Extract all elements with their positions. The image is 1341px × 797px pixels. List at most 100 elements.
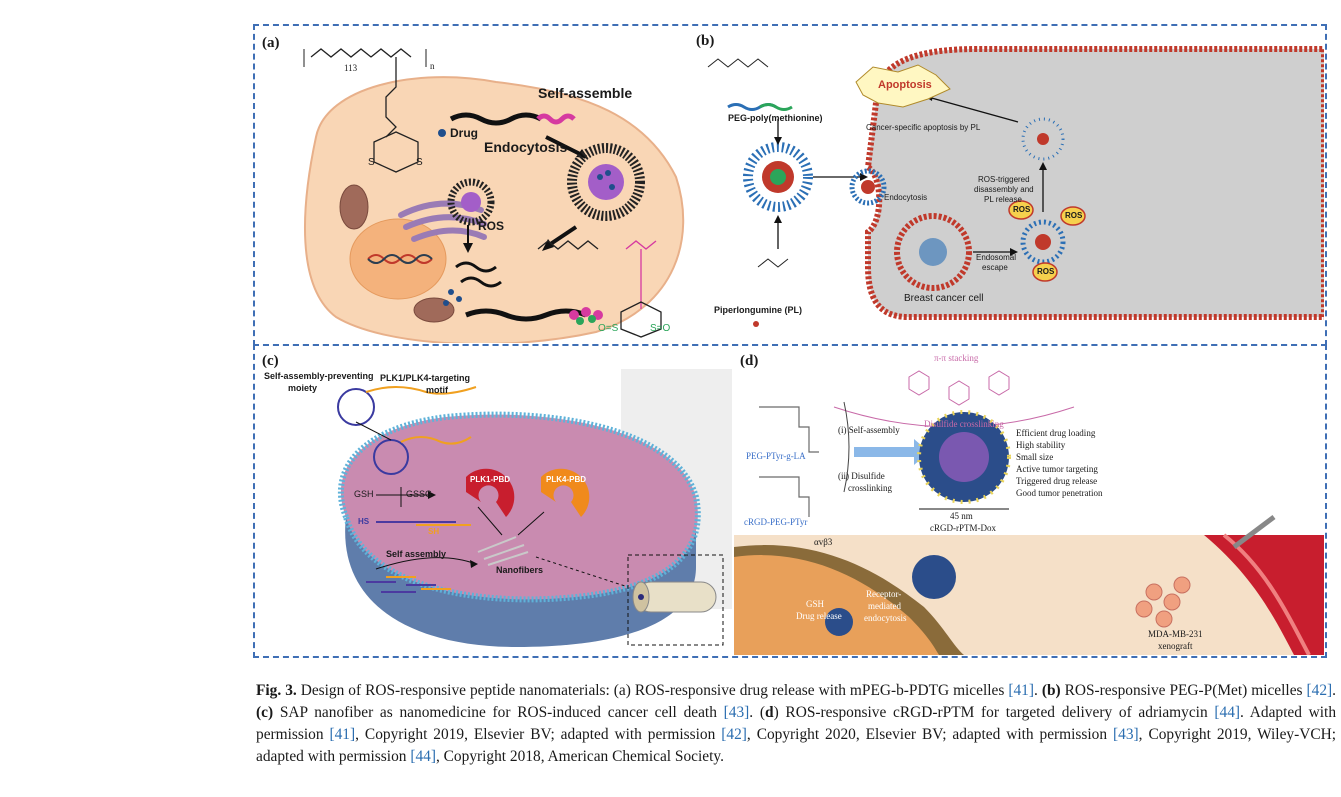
figure-frame-bottom <box>253 344 1327 658</box>
sulfur-atom-1: S <box>368 157 375 168</box>
pl-dot-icon <box>753 321 759 327</box>
dithiane-ring <box>373 131 419 173</box>
sulfoxide-atom-2: S=O <box>650 323 671 334</box>
xenograft-cells <box>1135 576 1191 628</box>
peg-chain-a <box>310 48 412 58</box>
step2a-label: (ii) Disulfide <box>838 471 885 481</box>
cancer-specific-label: Cancer-specific apoptosis by PL <box>866 123 981 132</box>
escape-label: escape <box>982 263 1008 272</box>
panel-b-label: (b) <box>696 33 715 49</box>
peg-pmet-label: PEG-poly(methionine) <box>728 113 823 123</box>
gsh-label: GSH <box>354 489 374 499</box>
tumor-micelle-2 <box>912 555 956 599</box>
disassembled-micelle <box>1021 117 1065 161</box>
ref-link-44[interactable]: [44] <box>1214 704 1241 721</box>
panel-a: (a) 113 n Drug Self-assemble Endocytosis… <box>256 27 686 343</box>
feature-item: High stability <box>1016 440 1066 450</box>
pi-stacking-label: π-π stacking <box>934 353 979 363</box>
plk4-pbd-shape <box>541 468 590 517</box>
polymer-chain <box>449 112 543 126</box>
nanofibers-label: Nanofibers <box>496 565 544 575</box>
endosome <box>894 213 972 291</box>
plk4-pbd-label: PLK4-PBD <box>546 475 587 484</box>
feature-item: Small size <box>1016 452 1054 462</box>
crgd-peg-ptyr-label: cRGD-PEG-PTyr <box>744 517 808 527</box>
self-assemble-label: Self-assemble <box>538 85 633 101</box>
drug-label: Drug <box>450 126 478 140</box>
endosomal-label: Endosomal <box>976 253 1017 262</box>
breast-cancer-label: Breast cancer cell <box>904 293 984 304</box>
subscript-n: n <box>430 61 435 71</box>
panel-c-label: (c) <box>262 353 279 369</box>
ref-link-44[interactable]: [44] <box>410 748 436 765</box>
apoptosis-star <box>855 64 951 108</box>
gsh-release-label-1: GSH <box>806 599 825 609</box>
panel-d-illustration <box>734 370 1324 655</box>
panel-d-label: (d) <box>740 353 759 369</box>
panel-c: (c) Self-assembly-preventing moiety PLK1… <box>256 347 732 655</box>
micelle-d-label: cRGD-rPTM-Dox <box>930 523 996 533</box>
disulfide-crosslinking-label: Disulfide crosslinking <box>924 419 1004 429</box>
micelle-outside <box>567 143 645 221</box>
ref-link-41[interactable]: [41] <box>329 726 356 743</box>
oxidized-chain <box>465 308 587 322</box>
targeting-motif-label-1: PLK1/PLK4-targeting <box>380 373 471 383</box>
sulfoxide-atom-1: O=S <box>598 323 619 334</box>
ros-badge-1-label: ROS <box>1013 205 1031 214</box>
ref-link-43[interactable]: [43] <box>1113 726 1139 743</box>
ros-badge-3-label: ROS <box>1037 267 1055 276</box>
panel-a-illustration <box>303 48 685 343</box>
figure-caption: Fig. 3. Design of ROS-responsive peptide… <box>256 682 1337 765</box>
ref-link-42[interactable]: [42] <box>1306 682 1333 699</box>
size-label: 45 nm <box>950 511 973 521</box>
mitochondrion-1 <box>339 184 369 230</box>
feature-list: Efficient drug loading High stability Sm… <box>1016 427 1102 499</box>
receptor-label-2: mediated <box>868 601 901 611</box>
ref-link-41[interactable]: [41] <box>1008 682 1034 699</box>
feature-item: Triggered drug release <box>1016 476 1098 486</box>
syringe-icon <box>1232 515 1276 549</box>
gssg-label: GSSG <box>406 489 433 499</box>
ros-label-a: ROS <box>478 219 505 233</box>
peg-ptyr-la-label: PEG-PTyr-g-LA <box>746 451 806 461</box>
micelle-inside <box>447 178 495 226</box>
ref-link-43[interactable]: [43] <box>723 704 750 721</box>
ref-link-42[interactable]: [42] <box>721 726 747 743</box>
preventing-moiety-label-2: moiety <box>288 383 318 393</box>
ros-badge-3 <box>1032 262 1058 282</box>
step1-label: (i) Self-assembly <box>838 425 900 435</box>
panel-a-label: (a) <box>262 35 280 51</box>
hs-label: HS <box>358 517 370 526</box>
tumor-micelle-1 <box>825 608 853 636</box>
gsh-release-label-2: Drug release <box>796 611 842 621</box>
panel-b-illustration <box>707 46 1324 327</box>
endocytosis-label: Endocytosis <box>484 139 568 155</box>
feature-item: Efficient drug loading <box>1016 428 1096 438</box>
panel-b: (b) PEG-poly(methionine) Piperlongumine … <box>688 27 1324 343</box>
nanofiber-zoom-box <box>627 554 724 646</box>
avb3-label: αvβ3 <box>814 537 833 547</box>
ros-triggered-label: ROS-triggered <box>978 175 1030 184</box>
self-assembly-label: Self assembly <box>386 549 447 559</box>
released-micelle <box>1020 219 1066 265</box>
preventing-moiety-label-1: Self-assembly-preventing <box>264 371 374 381</box>
ros-badge-1 <box>1008 200 1034 220</box>
cell-b-membrane <box>864 46 1324 320</box>
sulfur-atom-2: S <box>416 157 423 168</box>
ros-badge-2 <box>1060 206 1086 226</box>
caption-fig-number: Fig. 3. <box>256 682 297 699</box>
subscript-113: 113 <box>344 63 358 73</box>
disassembly-label: disassembly and <box>974 185 1034 194</box>
xenograft-label-2: xenograft <box>1158 641 1193 651</box>
crgd-rptm-micelle <box>917 410 1011 504</box>
panel-d: (d) π-π stacking Disulfide crosslinking … <box>734 347 1324 655</box>
pl-release-label: PL release <box>984 195 1022 204</box>
sh-label: SH <box>428 527 440 536</box>
feature-item: Good tumor penetration <box>1016 488 1103 498</box>
plk1-pbd-shape <box>466 468 515 517</box>
xenograft-label-1: MDA-MB-231 <box>1148 629 1203 639</box>
assembly-arrow <box>854 447 914 457</box>
micelle-b <box>743 142 813 212</box>
plk1-pbd-label: PLK1-PBD <box>470 475 511 484</box>
preventing-moiety-icon <box>337 388 375 426</box>
